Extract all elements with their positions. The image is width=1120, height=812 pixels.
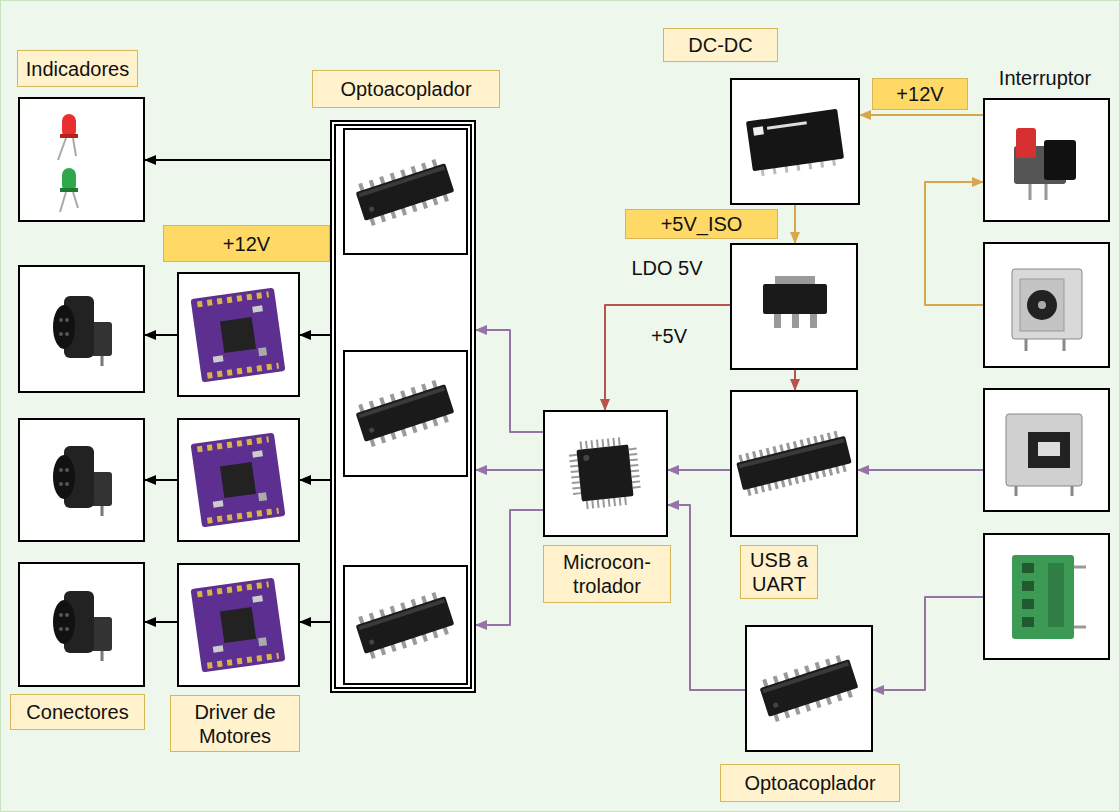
signal-arrow: [873, 597, 983, 690]
chip-icon: [355, 160, 456, 223]
node-heading: Optoacoplador: [312, 70, 500, 108]
motor-connector: [18, 265, 145, 393]
optocoupler-group: Optoacoplador: [330, 120, 476, 693]
voltage-label: +12V: [163, 225, 330, 262]
signal-arrow: [300, 334, 330, 336]
mcu-icon: [572, 440, 638, 506]
led-icons: [58, 114, 78, 212]
signal-arrow: [476, 510, 543, 625]
optocoupler: Optoacoplador: [745, 625, 873, 752]
motor-driver: [177, 418, 300, 542]
usb-connector: [983, 388, 1110, 512]
signal-arrow: [476, 330, 543, 432]
chip-icon: [736, 433, 853, 493]
ldo-regulator: LDO 5V: [730, 243, 858, 370]
dc-dc-converter: DC-DC: [730, 78, 860, 205]
chip-icon: [355, 381, 456, 444]
optocoupler-chip: [343, 350, 468, 477]
jack-icon: [1012, 269, 1082, 351]
usb-uart-chip: USB a UART: [730, 390, 858, 537]
terminal-icon: [1012, 555, 1086, 639]
optocoupler-chip: [343, 128, 468, 255]
node-heading: Indicadores: [17, 50, 138, 87]
motor-driver: Driver de Motores: [177, 563, 300, 687]
signal-arrow: [794, 205, 796, 243]
node-heading: Driver de Motores: [170, 695, 300, 752]
signal-arrow: [145, 479, 177, 481]
node-heading: LDO 5V: [612, 254, 722, 282]
motor-driver: [177, 272, 300, 397]
terminal-connector: [983, 533, 1110, 660]
signal-arrow: [145, 334, 177, 336]
connector-icon: [53, 446, 112, 516]
node-heading: USB a UART: [740, 545, 818, 599]
connector-icon: [53, 296, 112, 366]
dc-jack: [983, 242, 1110, 368]
signal-arrow: [925, 182, 983, 305]
node-heading: DC-DC: [663, 28, 778, 62]
edge-label: +5V_ISO: [625, 209, 778, 239]
driver-icon: [191, 288, 286, 383]
signal-arrow: [300, 621, 330, 623]
driver-icon: [191, 578, 286, 673]
usb-icon: [1006, 414, 1082, 496]
optocoupler-chip: [343, 565, 468, 685]
edge-label: +5V: [642, 322, 696, 350]
signal-arrow: [476, 469, 543, 471]
edge-label: +12V: [872, 78, 968, 110]
signal-arrow: [145, 621, 177, 623]
signal-arrow: [668, 505, 745, 690]
chip-icon: [355, 593, 456, 656]
signal-arrow: [145, 159, 330, 161]
microcontroller: Microcon- trolador: [543, 410, 668, 537]
chip-icon: [759, 656, 860, 719]
node-heading: Interruptor: [985, 64, 1105, 92]
signal-arrow: [860, 114, 983, 116]
node-heading: Microcon- trolador: [543, 545, 671, 603]
signal-arrow: [858, 469, 983, 471]
switch-icon: [1014, 128, 1076, 200]
power-switch: Interruptor: [983, 98, 1110, 222]
motor-connector: [18, 418, 145, 542]
connector-icon: [53, 591, 112, 661]
node-heading: Conectores: [10, 694, 145, 730]
dcdc-icon: [746, 109, 844, 173]
signal-arrow: [668, 469, 730, 471]
signal-arrow: [605, 305, 730, 410]
box-fills: [18, 78, 1110, 752]
driver-icon: [191, 433, 286, 528]
signal-arrow: [300, 479, 330, 481]
motor-connector: Conectores: [18, 562, 145, 687]
signal-arrow: [794, 370, 796, 390]
ldo-icon: [763, 276, 827, 328]
indicator-box: Indicadores: [18, 97, 145, 222]
node-heading: Optoacoplador: [720, 764, 900, 802]
